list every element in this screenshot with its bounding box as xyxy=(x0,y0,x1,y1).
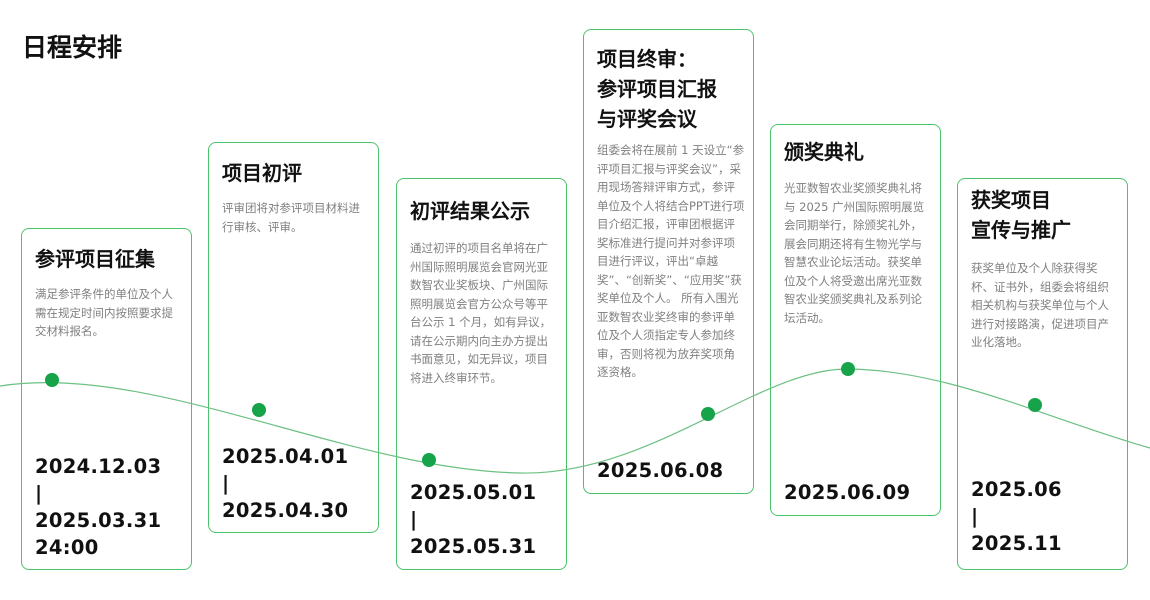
page-title: 日程安排 xyxy=(22,33,123,62)
stage-title: 颁奖典礼 xyxy=(784,140,864,164)
stage-card-3: 初评结果公示 通过初评的项目名单将在广州国际照明展览会官网光亚数智农业奖板块、广… xyxy=(396,178,567,570)
stage-date: 2024.12.03 | 2025.03.31 24:00 xyxy=(35,455,162,559)
stage-description: 通过初评的项目名单将在广州国际照明展览会官网光亚数智农业奖板块、广州国际照明展览… xyxy=(410,241,552,385)
stage-description: 评审团将对参评项目材料进行审核、评审。 xyxy=(222,201,360,234)
stage-card-5: 颁奖典礼 光亚数智农业奖颁奖典礼将与 2025 广州国际照明展览会同期举行，除颁… xyxy=(770,124,941,516)
stage-date: 2025.04.01 | 2025.04.30 xyxy=(222,445,349,522)
stage-title: 获奖项目 宣传与推广 xyxy=(971,188,1071,242)
stage-date: 2025.06.09 xyxy=(784,481,911,504)
stage-card-1: 参评项目征集 满足参评条件的单位及个人需在规定时间内按照要求提交材料报名。 20… xyxy=(21,228,192,570)
stage-title: 初评结果公示 xyxy=(410,199,530,223)
stage-title: 参评项目征集 xyxy=(35,247,155,271)
stage-description: 光亚数智农业奖颁奖典礼将与 2025 广州国际照明展览会同期举行，除颁奖礼外，展… xyxy=(784,181,925,325)
stage-card-2: 项目初评 评审团将对参评项目材料进行审核、评审。 2025.04.01 | 20… xyxy=(208,142,379,533)
stage-description: 满足参评条件的单位及个人需在规定时间内按照要求提交材料报名。 xyxy=(35,287,173,338)
stage-date: 2025.05.01 | 2025.05.31 xyxy=(410,481,537,558)
stage-date: 2025.06.08 xyxy=(597,459,724,482)
stage-title: 项目初评 xyxy=(222,161,302,185)
stage-description: 组委会将在展前 1 天设立“参评项目汇报与评奖会议”，采用现场答辩评审方式，参评… xyxy=(597,143,745,379)
stage-card-4: 项目终审： 参评项目汇报 与评奖会议 组委会将在展前 1 天设立“参评项目汇报与… xyxy=(583,29,754,494)
stage-date: 2025.06 | 2025.11 xyxy=(971,478,1062,555)
stage-card-6: 获奖项目 宣传与推广 获奖单位及个人除获得奖杯、证书外，组委会将组织相关机构与获… xyxy=(957,178,1128,570)
stage-description: 获奖单位及个人除获得奖杯、证书外，组委会将组织相关机构与获奖单位与个人进行对接路… xyxy=(971,261,1109,349)
stage-title: 项目终审： 参评项目汇报 与评奖会议 xyxy=(597,47,717,131)
